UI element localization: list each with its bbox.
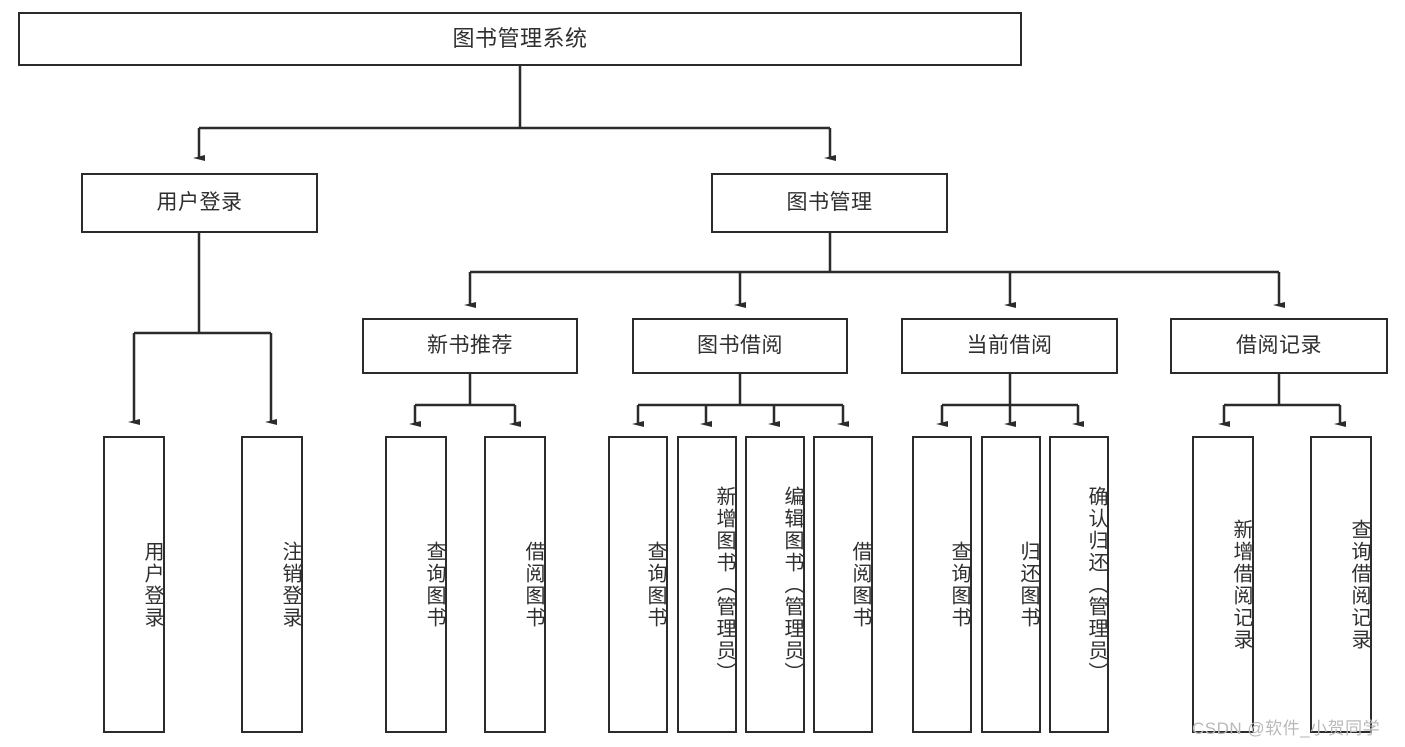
node-root-system[interactable]: 图书管理系统 — [18, 12, 1022, 66]
node-label: 注销登录 — [279, 540, 301, 629]
node-user-login[interactable]: 用户登录 — [81, 173, 318, 233]
node-label: 查询图书 — [423, 540, 445, 629]
leaf-currentborrow-query-book[interactable]: 查询图书 — [912, 436, 972, 733]
leaf-bookborrow-add-book-admin[interactable]: 新增图书（管理员） — [677, 436, 737, 733]
node-borrow-record[interactable]: 借阅记录 — [1170, 318, 1388, 374]
node-label: 借阅图书 — [849, 540, 871, 629]
node-label: 确认归还（管理员） — [1085, 485, 1107, 684]
leaf-currentborrow-return-book[interactable]: 归还图书 — [981, 436, 1041, 733]
node-label: 编辑图书（管理员） — [781, 485, 803, 684]
edge-borrowrecord-to-leaves — [1218, 374, 1346, 427]
leaf-borrowrecord-add-record[interactable]: 新增借阅记录 — [1192, 436, 1254, 733]
node-label: 用户登录 — [156, 190, 243, 214]
leaf-bookborrow-edit-book-admin[interactable]: 编辑图书（管理员） — [745, 436, 805, 733]
leaf-newbook-borrow-book[interactable]: 借阅图书 — [484, 436, 546, 733]
node-label: 当前借阅 — [966, 333, 1053, 357]
leaf-user-login-logout[interactable]: 注销登录 — [241, 436, 303, 733]
node-label: 用户登录 — [141, 540, 163, 629]
node-label: 借阅图书 — [522, 540, 544, 629]
node-label: 查询图书 — [644, 540, 666, 629]
node-label: 查询图书 — [948, 540, 970, 629]
node-current-borrow[interactable]: 当前借阅 — [901, 318, 1118, 374]
edge-bookmgmt-to-level3 — [464, 233, 1285, 308]
node-label: 借阅记录 — [1236, 333, 1322, 357]
node-label: 查询借阅记录 — [1348, 518, 1370, 651]
leaf-bookborrow-query-book[interactable]: 查询图书 — [608, 436, 668, 733]
edge-newbook-to-leaves — [409, 374, 521, 427]
node-book-management[interactable]: 图书管理 — [711, 173, 948, 233]
node-new-book-recommend[interactable]: 新书推荐 — [362, 318, 578, 374]
leaf-currentborrow-confirm-return-admin[interactable]: 确认归还（管理员） — [1049, 436, 1109, 733]
edge-bookborrow-to-leaves — [632, 374, 849, 427]
csdn-watermark: CSDN @软件_小贺同学 — [1192, 719, 1381, 738]
leaf-user-login-login[interactable]: 用户登录 — [103, 436, 165, 733]
node-label: 图书管理系统 — [452, 26, 588, 52]
leaf-bookborrow-borrow-book[interactable]: 借阅图书 — [813, 436, 873, 733]
leaf-newbook-query-book[interactable]: 查询图书 — [385, 436, 447, 733]
edge-userlogin-to-leaves — [128, 233, 277, 425]
edge-currentborrow-to-leaves — [936, 374, 1084, 427]
leaf-borrowrecord-query-record[interactable]: 查询借阅记录 — [1310, 436, 1372, 733]
node-label: 新书推荐 — [427, 333, 513, 357]
node-label: 图书借阅 — [697, 333, 783, 357]
node-label: 图书管理 — [786, 190, 873, 214]
node-label: 新增图书（管理员） — [713, 485, 735, 684]
edge-root-to-level2 — [193, 66, 836, 161]
node-label: 归还图书 — [1017, 540, 1039, 629]
node-label: 新增借阅记录 — [1230, 518, 1252, 651]
node-book-borrow[interactable]: 图书借阅 — [632, 318, 848, 374]
